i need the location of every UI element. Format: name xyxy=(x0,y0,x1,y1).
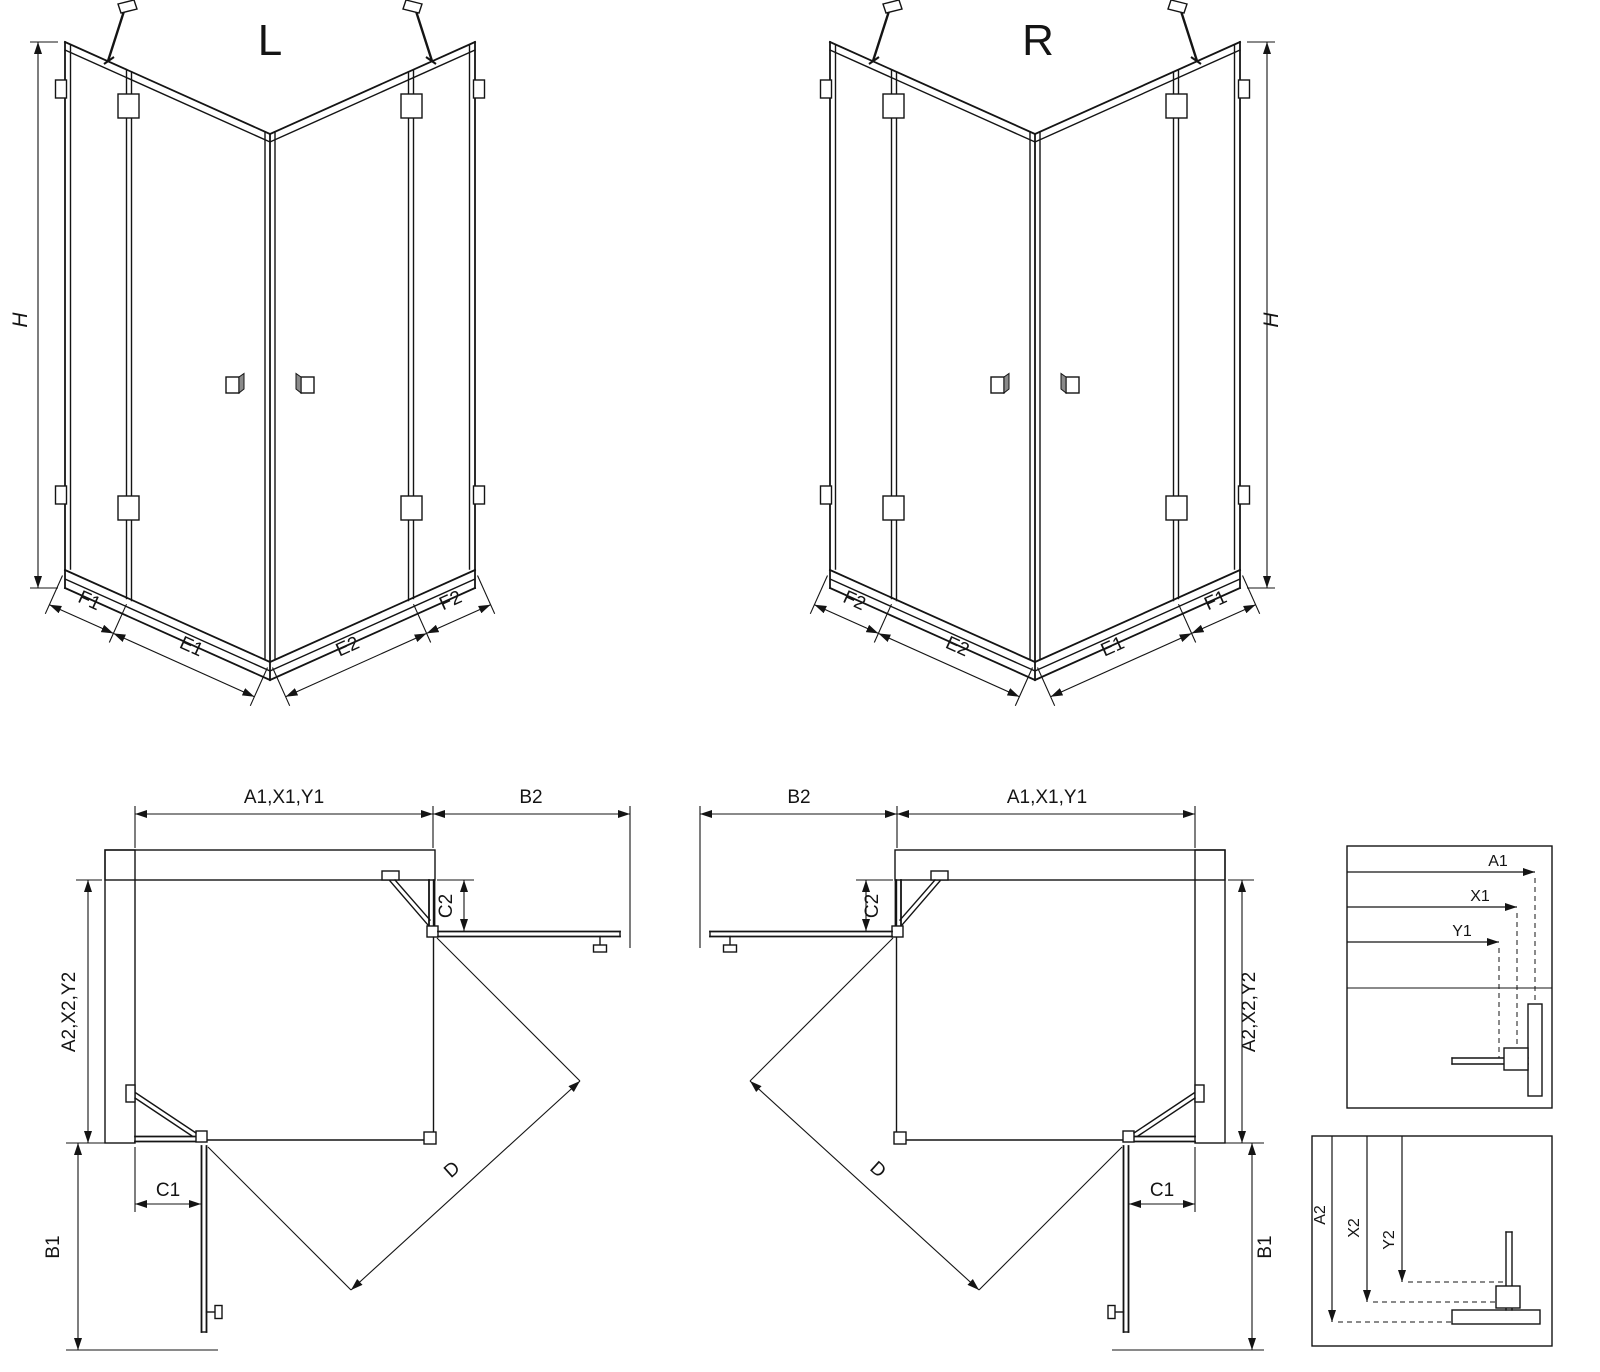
dim-label-f2-right: F2 xyxy=(840,587,869,615)
legend-a1-label: A1 xyxy=(1488,853,1508,870)
plan-right-c1-label: C1 xyxy=(1150,1180,1174,1201)
dim-label-e2-left: E2 xyxy=(333,633,363,662)
plan-right-d-label: D xyxy=(866,1158,890,1183)
plan-right-b2-label: B2 xyxy=(787,787,810,808)
plan-left-depth-label: A2,X2,Y2 xyxy=(59,972,80,1052)
plan-right-c2-label: C2 xyxy=(862,894,883,918)
legend-x2-label: X2 xyxy=(1346,1218,1363,1238)
legend-y1-label: Y1 xyxy=(1452,923,1472,940)
legend-x1-label: X1 xyxy=(1470,888,1490,905)
plan-left-c2-label: C2 xyxy=(436,894,457,918)
plan-left-b1-label: B1 xyxy=(43,1235,64,1258)
plan-right-b1-label: B1 xyxy=(1255,1235,1276,1258)
front-view-right: R H F2 E2 E1 F1 xyxy=(810,0,1283,706)
dim-label-f1-right: F1 xyxy=(1201,587,1230,615)
dim-label-e1-right: E1 xyxy=(1098,633,1128,662)
dim-label-f1-left: F1 xyxy=(75,587,104,615)
plan-left-d-label: D xyxy=(440,1158,464,1183)
legend-box-horizontal: A1 X1 Y1 xyxy=(1346,845,1553,1109)
plan-left-width-label: A1,X1,Y1 xyxy=(244,787,324,808)
dim-label-h-left: H xyxy=(9,312,32,328)
legend-a2-label: A2 xyxy=(1312,1205,1329,1225)
dim-label-h-right: H xyxy=(1260,312,1283,328)
plan-view-right: B2 A1,X1,Y1 C2 A2,X2,Y2 C1 B1 D xyxy=(700,787,1276,1350)
dim-label-e2-right: E2 xyxy=(942,633,972,662)
view-title-left: L xyxy=(258,16,282,65)
plan-left-c1-label: C1 xyxy=(156,1180,180,1201)
plan-line-art-right xyxy=(700,806,1264,1350)
front-view-left: L H F1 E1 E2 F2 xyxy=(9,0,495,706)
plan-right-depth-label: A2,X2,Y2 xyxy=(1239,972,1260,1052)
plan-view-left: A1,X1,Y1 B2 C2 A2,X2,Y2 C1 B1 D xyxy=(43,787,630,1350)
view-title-right: R xyxy=(1022,16,1054,65)
dim-label-f2-left: F2 xyxy=(436,587,465,615)
plan-right-width-label: A1,X1,Y1 xyxy=(1007,787,1087,808)
legend-box-vertical: A2 X2 Y2 xyxy=(1311,1135,1553,1347)
plan-left-b2-label: B2 xyxy=(519,787,542,808)
plan-line-art-left xyxy=(66,806,630,1350)
legend-y2-label: Y2 xyxy=(1381,1230,1398,1250)
dim-label-e1-left: E1 xyxy=(176,633,206,662)
